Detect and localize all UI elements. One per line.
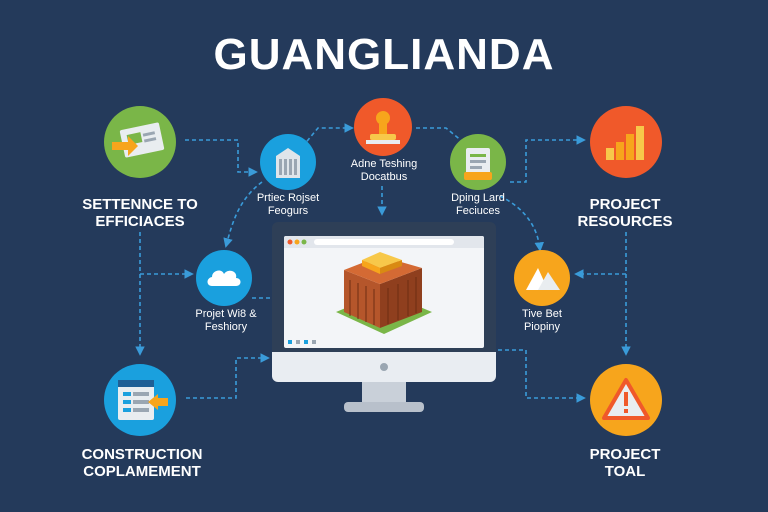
clipboard-icon: [464, 148, 492, 180]
planning-label-line-1: Tive Bet: [522, 308, 562, 320]
project-web-label-line-1: Projet Wi8 &: [195, 308, 257, 320]
construction-label-line-2: COPLAMEMENT: [83, 463, 201, 481]
resources-label: PROJECT RESOURCES: [550, 196, 700, 231]
checklist-icon: [112, 122, 165, 158]
project-features-label: Prtiec Rojset Feogurs: [238, 192, 338, 217]
planning-label: Tive Bet Piopiny: [492, 308, 592, 333]
cloud-icon: [207, 270, 241, 286]
browser-controls: [287, 239, 454, 344]
document-icon: [118, 380, 168, 420]
building-3d-icon: [336, 252, 432, 334]
monitor-stand-neck: [362, 382, 406, 404]
resources-label-line-2: RESOURCES: [577, 213, 673, 231]
project-features-label-line-1: Prtiec Rojset: [256, 192, 320, 204]
construction-label-line-1: CONSTRUCTION: [81, 446, 203, 463]
monitor-screen: [284, 236, 484, 348]
building-icon: [276, 148, 300, 178]
efficiency-label: SETTENNCE TO EFFICIACES: [60, 196, 220, 231]
bar-chart-icon: [606, 126, 644, 160]
project-features-label-line-2: Feogurs: [267, 204, 309, 217]
land-features-label-line-2: Feciuces: [455, 204, 501, 217]
project-web-label: Projet Wi8 & Feshiory: [176, 308, 276, 333]
construction-label: CONSTRUCTION COPLAMEMENT: [60, 446, 224, 481]
project-total-label: PROJECT TOAL: [550, 446, 700, 481]
stamp-icon: [366, 111, 400, 144]
warning-icon: [602, 378, 650, 420]
tent-icon: [526, 268, 560, 290]
power-dot-icon: [380, 363, 388, 371]
page-title: GUANGLIANDA: [213, 30, 555, 79]
planning-label-line-2: Piopiny: [523, 320, 561, 333]
teaching-label-line-2: Docatbus: [360, 170, 408, 183]
project-total-label-line-1: PROJECT: [589, 446, 661, 463]
project-total-label-line-2: TOAL: [604, 463, 646, 481]
project-web-label-line-2: Feshiory: [204, 320, 248, 333]
monitor-stand-base: [344, 402, 424, 412]
efficiency-label-line-1: SETTENNCE TO: [82, 196, 198, 213]
land-features-label: Dping Lard Feciuces: [428, 192, 528, 217]
teaching-label: Adne Teshing Docatbus: [332, 158, 436, 183]
land-features-label-line-1: Dping Lard: [451, 192, 505, 204]
efficiency-label-line-2: EFFICIACES: [95, 213, 185, 231]
teaching-label-line-1: Adne Teshing: [350, 158, 418, 170]
resources-label-line-1: PROJECT: [589, 196, 661, 213]
